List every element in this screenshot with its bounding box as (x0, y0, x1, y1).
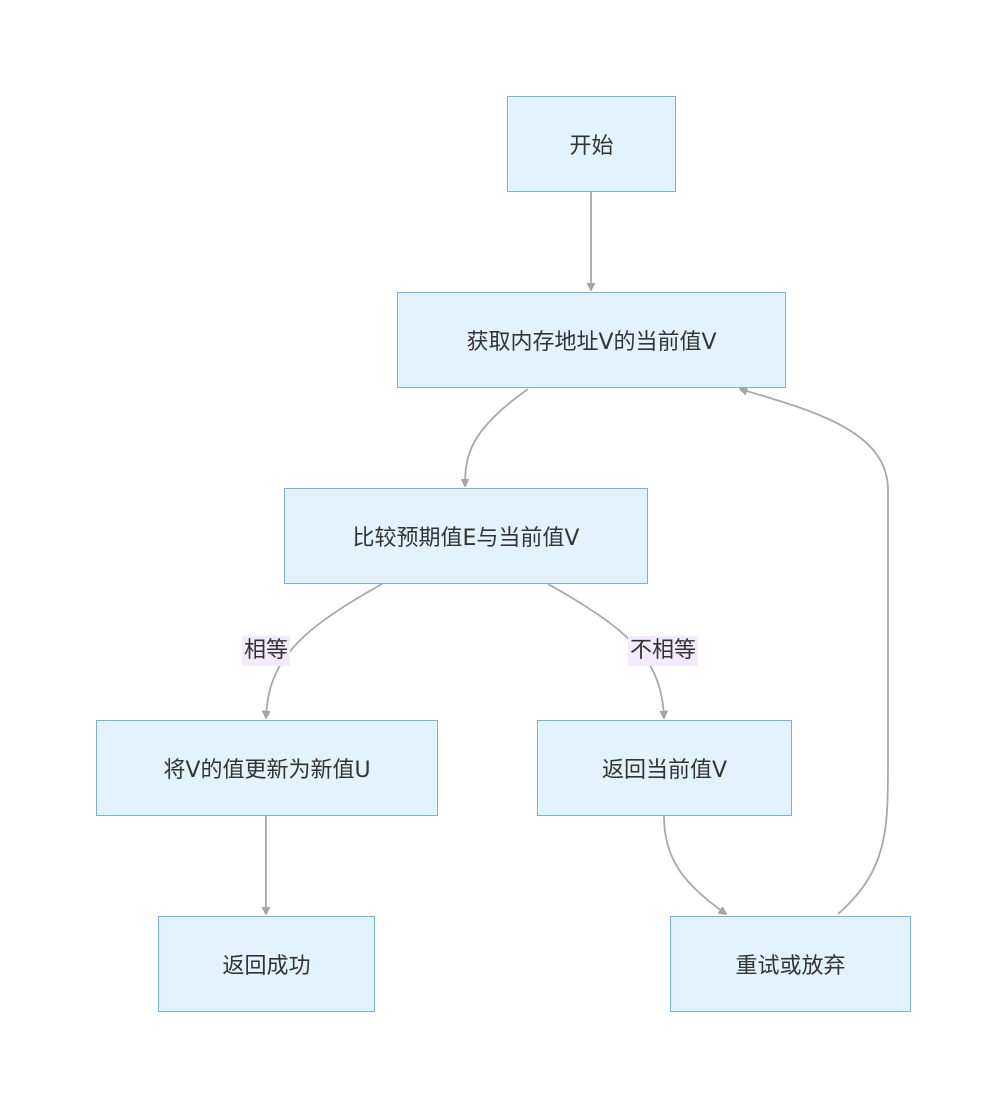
edge-label-equal: 相等 (242, 636, 291, 666)
node-compare: 比较预期值E与当前值V (284, 488, 648, 584)
node-success: 返回成功 (158, 916, 375, 1012)
node-retry-label: 重试或放弃 (735, 954, 846, 979)
node-update: 将V的值更新为新值U (96, 720, 438, 816)
node-get-value-label: 获取内存地址V的当前值V (466, 330, 717, 355)
edge-get-value-to-compare (465, 388, 529, 486)
edge-return-current-to-retry (663, 815, 726, 914)
node-update-label: 将V的值更新为新值U (163, 758, 371, 783)
edge-retry-to-get-value (740, 389, 889, 915)
node-return-current-label: 返回当前值V (601, 758, 728, 783)
node-compare-label: 比较预期值E与当前值V (352, 526, 580, 551)
node-success-label: 返回成功 (222, 954, 311, 979)
edge-compare-to-update (266, 583, 383, 718)
node-start: 开始 (507, 96, 676, 192)
node-return-current: 返回当前值V (537, 720, 792, 816)
node-retry: 重试或放弃 (670, 916, 911, 1012)
node-get-value: 获取内存地址V的当前值V (397, 292, 786, 388)
edge-label-not-equal: 不相等 (628, 636, 699, 666)
node-start-label: 开始 (569, 134, 614, 159)
